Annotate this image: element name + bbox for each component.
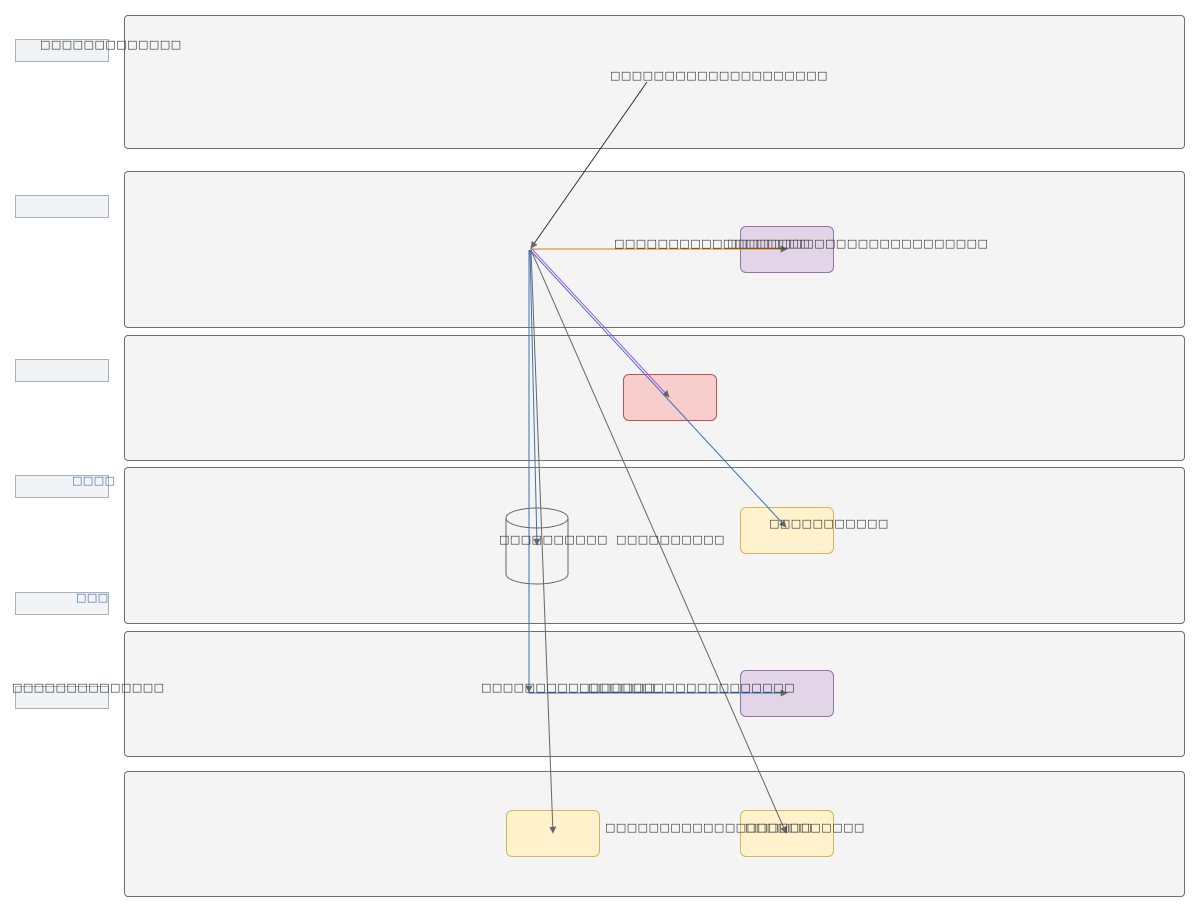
edge-top-to-hub[interactable] <box>530 81 648 249</box>
yellow-right-label: □□□□□□□□□□□ <box>745 821 865 834</box>
edge-hub-to-purple-bottom[interactable] <box>528 250 788 697</box>
swimlane-4 <box>124 467 1185 624</box>
edge-hub-to-yellow-right[interactable] <box>530 249 787 834</box>
lane-tag-4[interactable] <box>15 475 109 498</box>
lane-tag-5[interactable] <box>15 686 109 709</box>
swimlane-6 <box>124 771 1185 897</box>
database-label: □□□□□□□□□□ <box>499 533 608 546</box>
edge-label-orange-a: □□□□□□□□□□□□□□□□□□ <box>614 237 811 250</box>
lane-tag-4-label: □□□□ <box>72 474 116 487</box>
lane-tag-4b[interactable] <box>15 592 109 615</box>
lane-tag-1[interactable] <box>15 39 109 62</box>
process-node-yellow-right[interactable] <box>740 810 834 857</box>
edge-hub-to-yellow-left[interactable] <box>530 249 557 834</box>
lane-tag-2[interactable] <box>15 195 109 218</box>
edge-label-lane5-a: □□□□□□□□□□□□□□□□ <box>481 681 656 694</box>
edge-label-lane6: □□□□□□□□□□□□□□□□□□□ <box>605 821 812 834</box>
edge-label-top: □□□□□□□□□□□□□□□□□□□□ <box>610 69 828 82</box>
lane-tag-3[interactable] <box>15 359 109 382</box>
lane-tag-4b-label: □□□ <box>76 591 109 604</box>
process-node-red[interactable] <box>623 374 717 421</box>
edge-label-orange-b: □□□□□□□□□□□□□□□□□□□□□□□□ <box>727 237 989 250</box>
lane-tag-1-label: □□□□□□□□□□□□□ <box>40 38 182 51</box>
edge-hub-to-red[interactable] <box>530 247 670 398</box>
swimlane-1 <box>124 15 1185 149</box>
yellow-mid-label: □□□□□□□□□□□ <box>769 517 889 530</box>
lane-tag-5-label: □□□□□□□□□□□□□□ <box>12 681 165 694</box>
edge-hub-to-database[interactable] <box>529 249 541 546</box>
edge-hub-to-yellow-mid[interactable] <box>529 249 787 528</box>
edge-label-lane5-b: □□□□□□□□□□□□□□□□□□□ <box>588 681 795 694</box>
edge-label-lane4-middle: □□□□□□□□□□ <box>616 533 725 546</box>
process-node-yellow-mid[interactable] <box>740 507 834 554</box>
swimlane-5 <box>124 631 1185 757</box>
database-cylinder[interactable] <box>505 507 569 585</box>
